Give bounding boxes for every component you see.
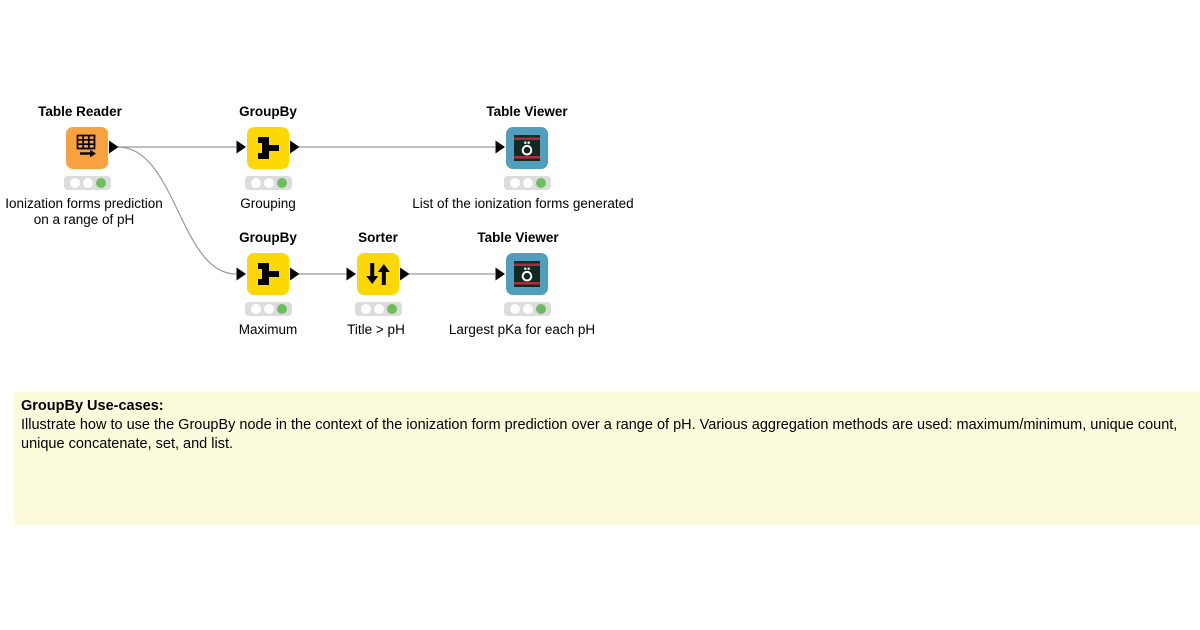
node-label-table-reader: Ionization forms prediction on a range o… bbox=[5, 196, 163, 227]
sorter-input-port[interactable] bbox=[346, 267, 357, 281]
table-reader-status-light bbox=[64, 176, 111, 190]
status-dot-red bbox=[509, 304, 520, 314]
status-dot-yellow bbox=[263, 304, 274, 314]
status-dot-yellow bbox=[373, 304, 384, 314]
node-title-groupby1: GroupBy bbox=[239, 104, 297, 119]
annotation-body: Illustrate how to use the GroupBy node i… bbox=[21, 417, 1178, 452]
status-dot-yellow bbox=[263, 178, 274, 188]
groupby1-input-port[interactable] bbox=[236, 140, 247, 154]
status-dot-green bbox=[276, 178, 287, 188]
status-dot-green bbox=[535, 178, 546, 188]
status-dot-red bbox=[69, 178, 80, 188]
groupby-icon bbox=[258, 137, 279, 159]
table-viewer1-input-port[interactable] bbox=[495, 140, 506, 154]
node-label-groupby2: Maximum bbox=[238, 322, 298, 337]
sorter-icon bbox=[366, 263, 390, 285]
groupby2-output-port[interactable] bbox=[290, 267, 300, 281]
node-title-sorter: Sorter bbox=[358, 230, 398, 245]
table-viewer-icon bbox=[514, 261, 540, 287]
node-title-table-viewer1: Table Viewer bbox=[486, 104, 568, 119]
node-label-groupby1: Grouping bbox=[240, 196, 296, 211]
node-title-groupby2: GroupBy bbox=[239, 230, 297, 245]
node-table-viewer2[interactable] bbox=[506, 253, 548, 295]
node-label-table-viewer2: Largest pKa for each pH bbox=[448, 322, 596, 337]
table-reader-icon bbox=[76, 134, 96, 158]
node-groupby1[interactable] bbox=[247, 127, 289, 169]
node-label-table-viewer1: List of the ionization forms generated bbox=[412, 196, 634, 211]
sorter-output-port[interactable] bbox=[400, 267, 410, 281]
status-dot-green bbox=[276, 304, 287, 314]
connection-reader-groupby2[interactable] bbox=[117, 146, 237, 275]
groupby1-output-port[interactable] bbox=[290, 140, 300, 154]
groupby2-input-port[interactable] bbox=[236, 267, 247, 281]
workflow-annotation[interactable]: GroupBy Use-cases: Illustrate how to use… bbox=[14, 392, 1200, 526]
status-dot-yellow bbox=[522, 178, 533, 188]
annotation-heading: GroupBy Use-cases: bbox=[21, 398, 164, 414]
status-dot-red bbox=[509, 178, 520, 188]
status-dot-green bbox=[95, 178, 106, 188]
sorter-status-light bbox=[355, 302, 402, 316]
status-dot-green bbox=[386, 304, 397, 314]
node-label-sorter: Title > pH bbox=[347, 322, 405, 337]
table-viewer2-status-light bbox=[504, 302, 551, 316]
table-viewer2-input-port[interactable] bbox=[495, 267, 506, 281]
status-dot-yellow bbox=[522, 304, 533, 314]
table-reader-output-port[interactable] bbox=[109, 140, 119, 154]
table-viewer1-status-light bbox=[504, 176, 551, 190]
groupby2-status-light bbox=[245, 302, 292, 316]
status-dot-red bbox=[250, 178, 261, 188]
node-table-viewer1[interactable] bbox=[506, 127, 548, 169]
node-table-reader[interactable] bbox=[66, 127, 108, 169]
groupby-icon bbox=[258, 263, 279, 285]
status-dot-green bbox=[535, 304, 546, 314]
status-dot-red bbox=[360, 304, 371, 314]
node-groupby2[interactable] bbox=[247, 253, 289, 295]
node-title-table-reader: Table Reader bbox=[38, 104, 122, 119]
node-title-table-viewer2: Table Viewer bbox=[477, 230, 559, 245]
status-dot-yellow bbox=[82, 178, 93, 188]
status-dot-red bbox=[250, 304, 261, 314]
table-viewer-icon bbox=[514, 135, 540, 161]
groupby1-status-light bbox=[245, 176, 292, 190]
node-sorter[interactable] bbox=[357, 253, 399, 295]
